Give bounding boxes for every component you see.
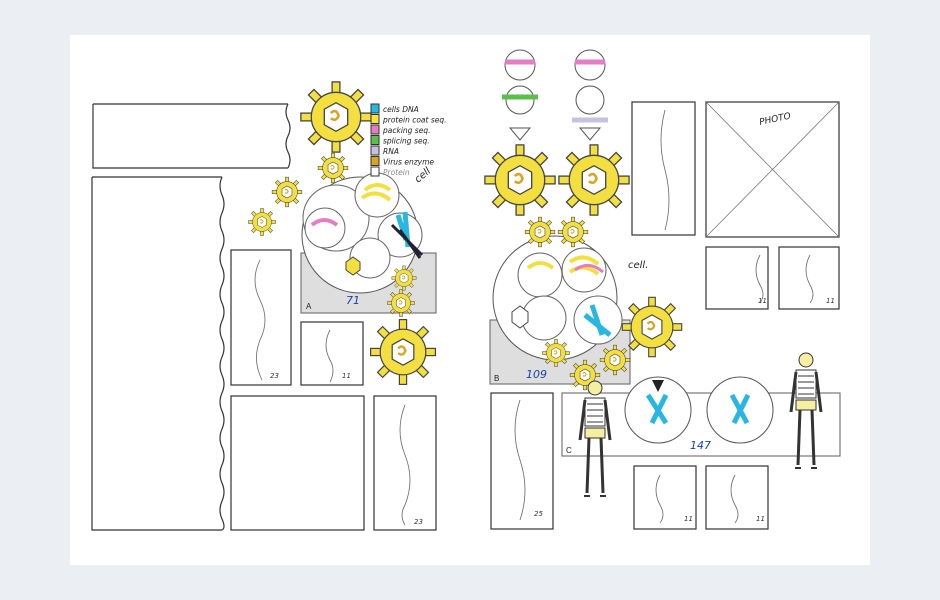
legend-swatch — [370, 135, 380, 145]
svg-text:11: 11 — [342, 372, 351, 380]
legend-swatch — [370, 114, 380, 124]
svg-text:25: 25 — [534, 510, 543, 518]
squiggles — [254, 109, 814, 526]
svg-text:23: 23 — [414, 518, 423, 526]
sketch-drawing: cells DNA protein coat seq.packing seq. sp… — [91, 49, 841, 531]
legend-label: cells DNA — [383, 105, 419, 114]
legend-swatch — [370, 124, 380, 135]
skeleton-left — [578, 379, 612, 498]
svg-text:11: 11 — [758, 297, 767, 305]
cell-label-left: cell — [413, 166, 433, 186]
legend-label: packing seq. — [382, 126, 430, 135]
legend-swatch — [370, 145, 380, 156]
legend-swatch — [370, 103, 380, 114]
panel-label-c: C — [566, 446, 572, 455]
legend-swatch — [370, 156, 380, 166]
svg-text:11: 11 — [756, 515, 765, 523]
photo-label: PHOTO — [759, 112, 792, 128]
svg-text:11: 11 — [684, 515, 693, 523]
cell-diagram-left — [301, 172, 424, 294]
legend-label: Protein — [383, 168, 410, 177]
page-number-109: 109 — [526, 368, 547, 381]
panel-label-a: A — [306, 302, 312, 311]
layout-sketch-spread: cells DNA protein coat seq.packing seq. sp… — [70, 35, 870, 565]
sequence-steps — [502, 49, 608, 141]
legend: cells DNA protein coat seq.packing seq. sp… — [370, 103, 447, 177]
legend-swatch — [370, 166, 380, 177]
page-number-71: 71 — [346, 294, 360, 307]
cell-label-right: cell. — [628, 260, 648, 271]
page-number-147: 147 — [690, 439, 711, 452]
svg-text:23: 23 — [270, 372, 279, 380]
legend-label: protein coat seq. — [382, 116, 447, 125]
panel-label-b: B — [494, 374, 499, 383]
legend-label: Virus enzyme — [383, 158, 434, 167]
photo-placeholder — [705, 101, 840, 238]
legend-label: RNA — [383, 147, 399, 156]
dna-circles — [624, 376, 774, 444]
page-refs: 23 11 23 11 11 25 11 11 — [270, 297, 835, 526]
legend-label: splicing seq. — [383, 137, 430, 146]
svg-text:11: 11 — [826, 297, 835, 305]
cell-diagram-right — [492, 235, 623, 361]
